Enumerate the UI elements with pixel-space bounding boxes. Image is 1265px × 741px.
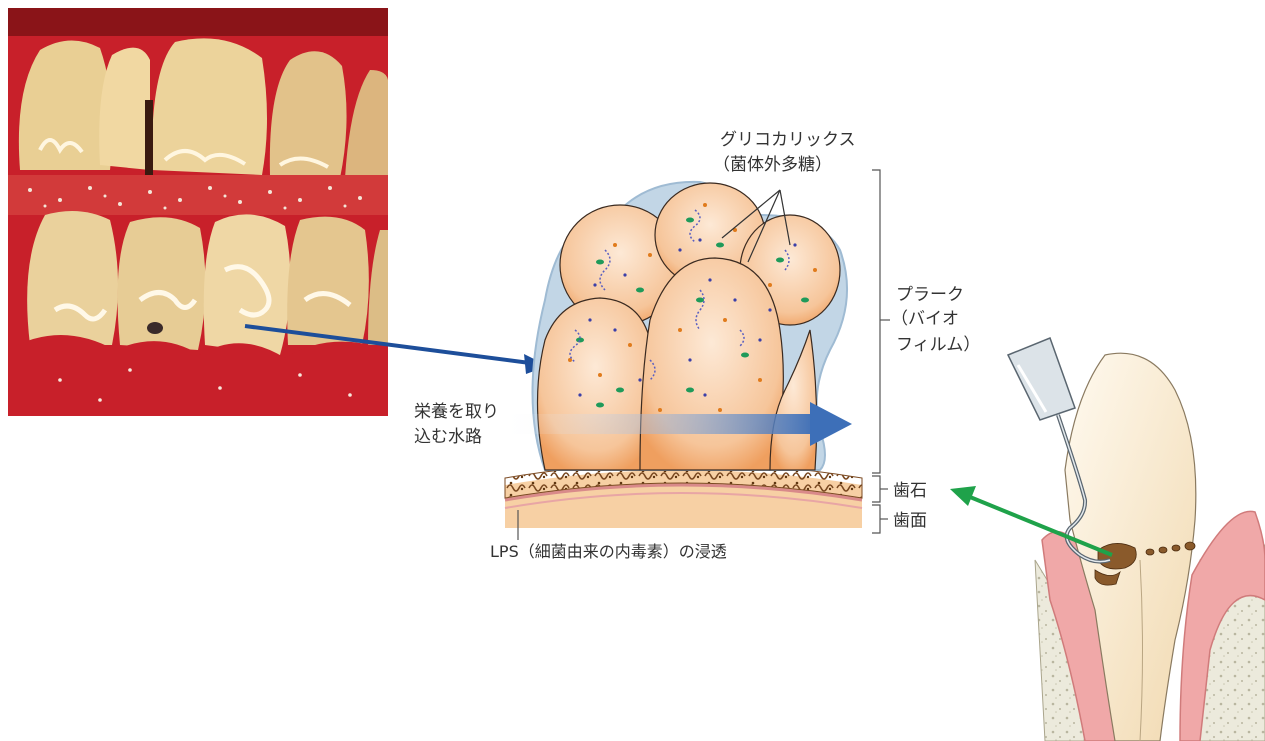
biofilm-illustration [500,182,862,528]
plaque-label-line3: フィルム） [896,335,980,355]
dental-photo [8,8,388,416]
glycocalyx-label-line2: （菌体外多糖） [713,155,832,175]
channel-label-line2: 込む水路 [414,427,482,447]
tooth-surface-label: 歯面 [893,511,927,531]
calculus-label: 歯石 [893,481,927,501]
plaque-label-line2: （バイオ [891,309,959,329]
glycocalyx-label-line1: グリコカリックス [720,130,856,150]
lps-label: LPS（細菌由来の内毒素）の浸透 [490,542,727,561]
tooth-surface-bracket [872,505,888,533]
plaque-label-line1: プラーク [896,285,964,305]
plaque-bracket [872,170,890,473]
channel-label-line1: 栄養を取り [414,402,499,422]
calculus-bracket [872,476,888,502]
